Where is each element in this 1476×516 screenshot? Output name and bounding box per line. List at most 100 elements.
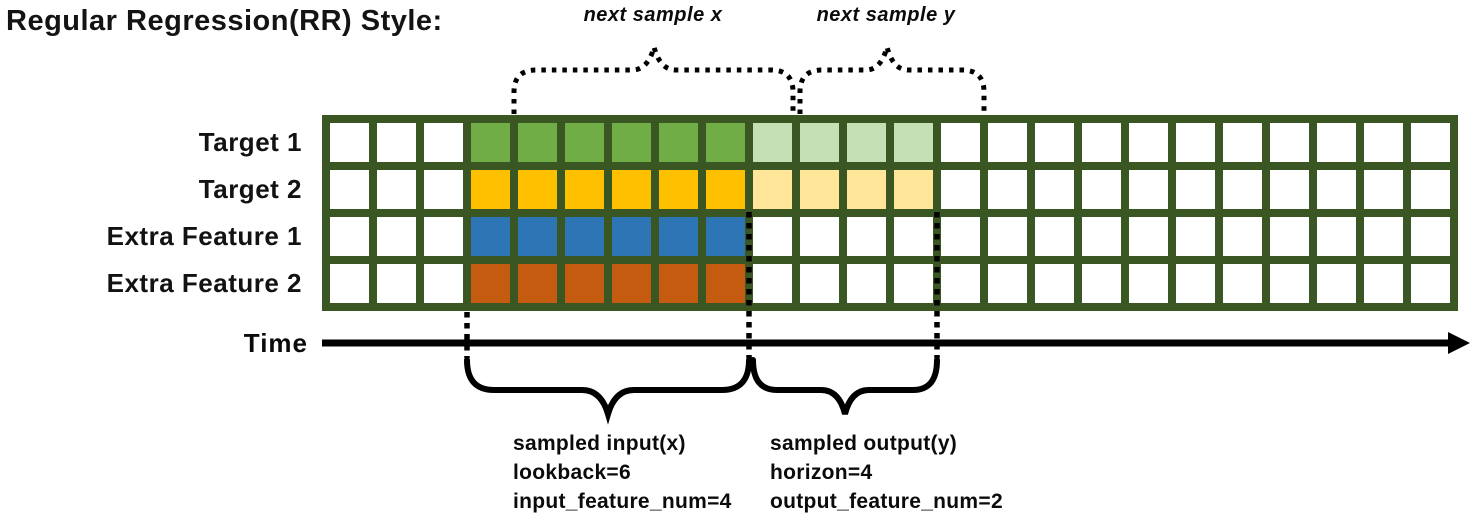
- grid-cell: [1035, 123, 1074, 162]
- grid-cell: [1035, 170, 1074, 209]
- grid-cell: [1082, 217, 1121, 256]
- grid-cell: [1223, 170, 1262, 209]
- grid-cell: [1223, 264, 1262, 303]
- grid-cell: [1223, 217, 1262, 256]
- sampled-input-title: sampled input(x): [513, 432, 686, 455]
- grid-cell: [330, 170, 369, 209]
- grid-cell: [753, 217, 792, 256]
- grid-cell: [1411, 123, 1450, 162]
- grid-cell: [800, 264, 839, 303]
- grid-cell: [1035, 217, 1074, 256]
- horizon-param: horizon=4: [770, 461, 873, 484]
- grid-cell: [1129, 170, 1168, 209]
- next-sample-y-label: next sample y: [816, 4, 956, 26]
- grid-cell: [941, 123, 980, 162]
- grid-cell: [1364, 123, 1403, 162]
- lookback-param: lookback=6: [513, 461, 631, 484]
- grid-cell: [1082, 264, 1121, 303]
- grid-cell: [1270, 170, 1309, 209]
- row-label: Target 1: [198, 127, 302, 157]
- grid-cell: [988, 123, 1027, 162]
- grid-cell: [800, 217, 839, 256]
- grid-cell: [800, 123, 839, 162]
- grid-cell: [1317, 170, 1356, 209]
- grid-cell: [565, 123, 604, 162]
- grid-cell: [1364, 217, 1403, 256]
- grid-cell: [330, 217, 369, 256]
- grid-cell: [1176, 217, 1215, 256]
- grid-cell: [377, 170, 416, 209]
- grid-cell: [1270, 264, 1309, 303]
- grid-cell: [800, 170, 839, 209]
- grid-cell: [330, 123, 369, 162]
- grid-cell: [612, 217, 651, 256]
- row-label: Extra Feature 2: [106, 268, 302, 298]
- grid-cell: [377, 217, 416, 256]
- grid-cell: [1411, 217, 1450, 256]
- grid-cell: [1176, 170, 1215, 209]
- grid-cell: [612, 170, 651, 209]
- grid-cell: [847, 264, 886, 303]
- row-label: Target 2: [198, 174, 302, 204]
- row-labels: Target 1 Target 2 Extra Feature 1 Extra Fea…: [0, 115, 312, 311]
- sampled-input-note: sampled input(x) lookback=6 input_featur…: [513, 429, 732, 516]
- grid-cell: [941, 217, 980, 256]
- grid-cell: [706, 123, 745, 162]
- grid: [322, 115, 1458, 311]
- grid-cell: [330, 264, 369, 303]
- grid-cell: [1317, 123, 1356, 162]
- grid-cell: [1270, 217, 1309, 256]
- grid-cell: [1270, 123, 1309, 162]
- grid-cell: [518, 217, 557, 256]
- grid-cell: [847, 123, 886, 162]
- sampled-output-brace: [750, 357, 940, 415]
- grid-cell: [706, 170, 745, 209]
- grid-cell: [659, 170, 698, 209]
- grid-cell: [988, 170, 1027, 209]
- grid-cell: [518, 170, 557, 209]
- grid-cell: [894, 170, 933, 209]
- grid-cell: [1317, 264, 1356, 303]
- grid-cell: [565, 264, 604, 303]
- grid-cell: [753, 170, 792, 209]
- next-sample-x-brace: [511, 37, 796, 114]
- grid-cell: [518, 123, 557, 162]
- grid-cell: [565, 170, 604, 209]
- grid-cell: [894, 264, 933, 303]
- grid-cell: [847, 217, 886, 256]
- grid-cell: [471, 217, 510, 256]
- next-sample-y-brace: [797, 37, 987, 114]
- grid-cell: [1411, 264, 1450, 303]
- grid-cell: [753, 264, 792, 303]
- sampled-output-title: sampled output(y): [770, 432, 958, 455]
- grid-cell: [1364, 264, 1403, 303]
- grid-cell: [612, 264, 651, 303]
- grid-cell: [988, 264, 1027, 303]
- sampled-input-brace: [464, 357, 752, 425]
- grid-cell: [753, 123, 792, 162]
- grid-cell: [1035, 264, 1074, 303]
- grid-cell: [894, 123, 933, 162]
- grid-cell: [612, 123, 651, 162]
- grid-cell: [1411, 170, 1450, 209]
- row-label: Extra Feature 1: [106, 221, 302, 251]
- grid-cell: [1223, 123, 1262, 162]
- time-axis-arrowhead: [1448, 332, 1470, 354]
- grid-cell: [377, 264, 416, 303]
- grid-cell: [659, 217, 698, 256]
- grid-cell: [847, 170, 886, 209]
- grid-cell: [1129, 264, 1168, 303]
- grid-cell: [941, 264, 980, 303]
- grid-cell: [424, 217, 463, 256]
- grid-cell: [1364, 170, 1403, 209]
- grid-cell: [941, 170, 980, 209]
- grid-cell: [706, 264, 745, 303]
- grid-cell: [424, 170, 463, 209]
- grid-cell: [659, 123, 698, 162]
- grid-cell: [659, 264, 698, 303]
- grid-cell: [1082, 123, 1121, 162]
- grid-cell: [471, 170, 510, 209]
- grid-cell: [424, 264, 463, 303]
- next-sample-x-label: next sample x: [583, 4, 723, 26]
